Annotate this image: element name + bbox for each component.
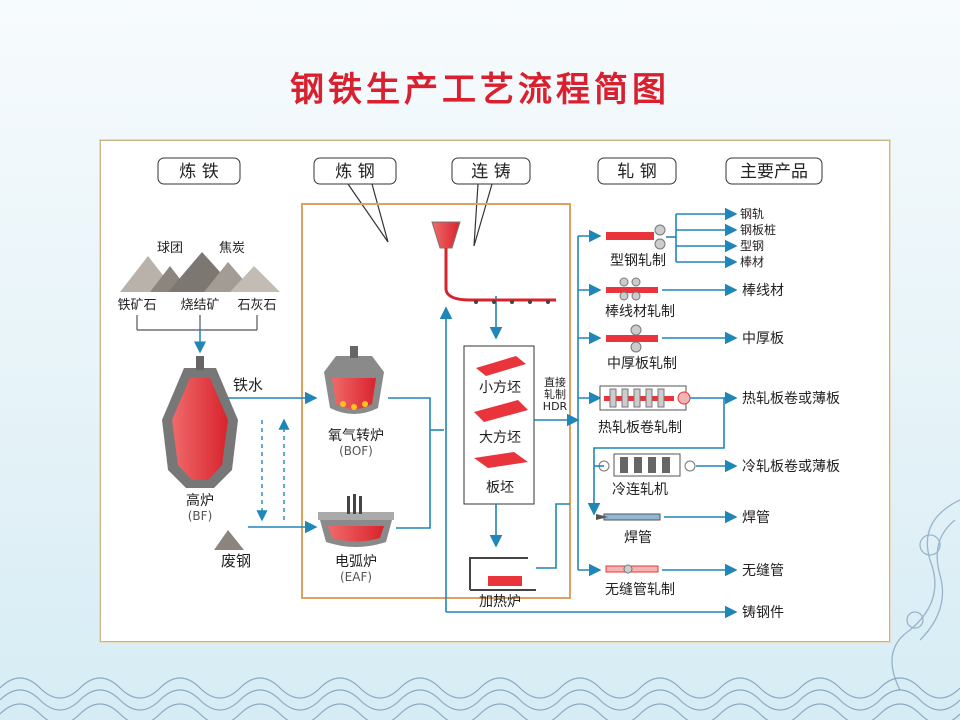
label-hdr-3: HDR: [543, 400, 568, 413]
section-rolling: 轧 钢: [617, 162, 656, 182]
label-blast-furnace: 高炉: [186, 492, 214, 509]
welded-pipe-icon: [596, 513, 661, 521]
section-rolling-box: [597, 157, 677, 185]
label-hot-metal: 铁水: [233, 376, 263, 394]
label-scrap: 废钢: [221, 552, 251, 570]
label-hdr-2: 轧制: [544, 387, 566, 401]
steelmaking-frame: [301, 203, 571, 599]
cast-products-box: [463, 345, 535, 505]
label-slab: 板坯: [486, 480, 514, 496]
label-bloom: 大方坯: [479, 430, 521, 446]
product-cold-coil: 冷轧板卷或薄板: [742, 459, 840, 475]
product-sheet-pile: 钢板桩: [740, 222, 776, 237]
section-ironmaking-box: [157, 157, 241, 185]
product-plate: 中厚板: [742, 331, 784, 347]
plate-mill-icon: [606, 324, 658, 353]
label-bof-abbr: (BOF): [339, 444, 373, 458]
blast-furnace-icon: [162, 356, 238, 488]
scrap-pile-icon: [214, 530, 244, 550]
product-wire-rod: 棒线材: [742, 283, 784, 299]
section-steelmaking: 炼 钢: [335, 162, 374, 182]
casting-pointer: [473, 183, 493, 247]
reheat-furnace-icon: [469, 557, 536, 591]
label-hdr-1: 直接: [544, 375, 566, 389]
label-plate-mill: 中厚板轧制: [607, 356, 677, 372]
product-bar: 棒材: [740, 255, 764, 269]
eaf-icon: [318, 494, 394, 547]
continuous-caster-icon: [431, 221, 556, 304]
product-section-steel: 型钢: [740, 239, 764, 253]
section-mill-icon: [606, 224, 666, 250]
section-casting-box: [451, 157, 531, 185]
steelmaking-pointer: [347, 183, 389, 243]
product-rail: 钢轨: [740, 207, 764, 221]
label-iron-ore: 铁矿石: [117, 298, 156, 313]
page-title: 钢铁生产工艺流程简图: [290, 70, 670, 110]
bof-icon: [324, 346, 384, 414]
label-blast-furnace-abbr: (BF): [188, 509, 213, 523]
section-ironmaking: 炼 铁: [179, 162, 218, 182]
label-cold-mill: 冷连轧机: [612, 482, 668, 498]
dragon-decoration: [891, 499, 960, 691]
label-limestone: 石灰石: [237, 298, 276, 313]
wire-mill-icon: [606, 277, 658, 301]
section-products-box: [725, 157, 823, 185]
wave-decoration: [0, 677, 960, 720]
label-seamless-mill: 无缝管轧制: [605, 582, 675, 598]
label-reheat: 加热炉: [479, 594, 521, 610]
label-hot-strip-mill: 热轧板卷轧制: [598, 420, 682, 436]
hot-strip-mill-icon: [599, 385, 691, 411]
seamless-mill-icon: [605, 564, 659, 574]
product-welded-pipe: 焊管: [742, 510, 770, 526]
label-section-mill: 型钢轧制: [610, 253, 666, 269]
section-casting: 连 铸: [471, 162, 510, 182]
label-wire-mill: 棒线材轧制: [605, 304, 675, 320]
cast-shapes: [474, 356, 528, 468]
label-welded-mill: 焊管: [624, 530, 652, 546]
product-seamless-pipe: 无缝管: [742, 563, 784, 579]
label-sinter: 烧结矿: [180, 298, 219, 313]
label-bof: 氧气转炉: [328, 428, 384, 444]
label-billet: 小方坯: [479, 380, 521, 396]
product-hot-coil: 热轧板卷或薄板: [742, 391, 840, 407]
section-products: 主要产品: [740, 162, 808, 182]
product-casting: 铸钢件: [742, 605, 784, 621]
section-steelmaking-box: [313, 157, 397, 185]
raw-material-piles: [120, 252, 280, 292]
label-eaf-abbr: (EAF): [340, 570, 372, 584]
label-pellets: 球团: [157, 241, 183, 256]
label-coke: 焦炭: [219, 241, 245, 256]
cold-mill-icon: [598, 453, 696, 477]
label-eaf: 电弧炉: [335, 554, 377, 570]
